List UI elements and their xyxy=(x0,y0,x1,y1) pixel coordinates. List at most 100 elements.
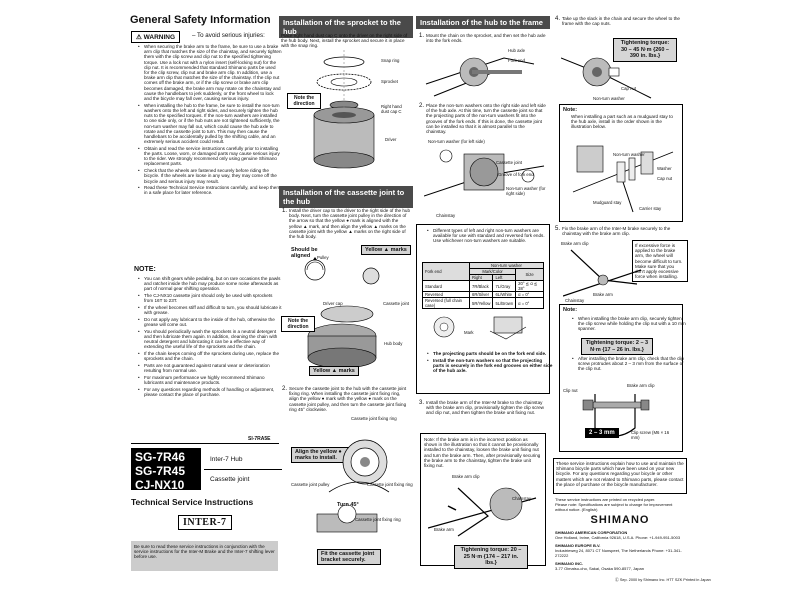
label-ntw-4: Non-turn washer xyxy=(593,96,625,101)
cassette-step2: Secure the cassette joint to the hub wit… xyxy=(289,386,407,412)
align-yellow-marks: Align the yellow ● marks to install. xyxy=(291,447,359,463)
washer-table-cell: α = 0° xyxy=(515,297,544,309)
sprocket-illustration xyxy=(313,50,375,169)
addr3-name: SHIMANO INC. xyxy=(555,561,583,566)
desc-joint: Cassette joint xyxy=(210,476,250,483)
note-item: For maximum performance we highly recomm… xyxy=(138,375,282,385)
torque-4: Tightening torque: 30 – 45 N·m {260 – 39… xyxy=(613,38,677,62)
hub-step-2-number: 2. xyxy=(419,103,425,109)
caution-box: If excessive force is applied to the bra… xyxy=(632,240,688,283)
note-item: You can shift gears while pedaling, but … xyxy=(138,276,282,292)
label-carrier: Carrier stay xyxy=(639,206,662,211)
label-hub-body: Hub body xyxy=(384,341,403,346)
addr1: One Holland, Irvine, California 92618, U… xyxy=(555,535,681,540)
hub-note3: Note: If the brake arm is in the incorre… xyxy=(424,437,541,469)
label-chainstay-1: Chainstay xyxy=(436,213,456,218)
step4: Take up the slack in the chain and secur… xyxy=(562,16,680,27)
torque-3: Tightening torque: 20 – 25 N·m {174 – 21… xyxy=(454,545,528,569)
note4-title: Note: xyxy=(563,107,578,113)
safety-column: General Safety Information ⚠ WARNING – T… xyxy=(0,0,282,590)
turn-45: Turn 45° xyxy=(337,502,359,508)
copyright: Ⓒ Sep. 2000 by Shimano Inc. HTT SZK Prin… xyxy=(615,578,711,582)
hub-column: Installation of the hub to the frame 1. … xyxy=(416,0,553,590)
sprocket-text: Place right hand dust cap C onto the dri… xyxy=(281,33,408,49)
mm-badge: 2 – 3 mm xyxy=(585,428,619,438)
yellow-marks-1: Yellow ▲ marks xyxy=(361,245,411,255)
label-cap-nut-1: Cap nut xyxy=(621,86,637,91)
product-code: SI-7RA5E xyxy=(248,436,271,442)
recycled: These service instructions are printed o… xyxy=(555,497,656,502)
fit-bracket: Fit the cassette joint bracket securely. xyxy=(317,549,381,565)
cap-nut-illustration xyxy=(561,57,652,99)
addr1-name: SHIMANO AMERICAN CORPORATION xyxy=(555,530,628,535)
washer-table-cell: 20° ≦ α ≦ 38° xyxy=(515,280,544,292)
label-brake-arm-clip-3: Brake arm clip xyxy=(627,383,655,388)
label-chainstay-3: Chainstay xyxy=(565,298,585,303)
torque-5: Tightening torque: 2 – 3 N·m {17 – 26 in… xyxy=(581,338,653,355)
note-direction-1: Note the direction xyxy=(287,93,321,109)
footer-box: These service instructions explain how t… xyxy=(553,458,687,494)
warning-badge: ⚠ WARNING xyxy=(131,31,181,43)
model-sg7r45: SG-7R45 xyxy=(135,464,186,478)
washer-table-cell: Standard xyxy=(422,280,470,292)
washer-table-cell: 5R/Yellow xyxy=(468,297,494,309)
cassette-step1: Install the driver cap to the driver to … xyxy=(289,208,411,240)
model-block: SG-7R46 SG-7R45 CJ-NX10 xyxy=(131,448,201,492)
addresses: SHIMANO AMERICAN CORPORATION One Holland… xyxy=(555,530,687,571)
washer-table-cell: 5L/Brown xyxy=(492,297,517,309)
label-driver-cap: Driver cap xyxy=(323,301,343,306)
washer-bold-2: Install the non-turn washers so that the… xyxy=(427,358,553,374)
hub-step-1-number: 1. xyxy=(419,33,425,39)
note-item: If the wheel becomes stiff and difficult… xyxy=(138,305,282,315)
washer-table-cell: 7R/Black xyxy=(468,280,494,292)
brake-arm-illustration-1 xyxy=(428,487,537,537)
warning-list: When securing the brake arm to the frame… xyxy=(137,44,282,197)
note5-list-b: After installing the brake arm clip, che… xyxy=(571,356,686,373)
label-pulley-2: Cassette joint pulley xyxy=(291,482,330,487)
cassette-title-bar: Installation of the cassette joint to th… xyxy=(279,186,413,208)
label-fixing-ring-3: Cassette joint fixing ring xyxy=(355,517,401,522)
inter7-logo: INTER-7 xyxy=(178,515,232,530)
label-cassette-joint-2: Cassette joint xyxy=(496,160,523,165)
label-driver: Driver xyxy=(385,137,397,142)
washer-bold-1: The projecting parts should be on the fo… xyxy=(427,351,553,356)
washer-bold-list: The projecting parts should be on the fo… xyxy=(426,351,553,375)
washer-table-cell: Reversed (full chain case) xyxy=(422,297,470,309)
hub-step1: Mount the chain on the sprocket, and the… xyxy=(426,33,546,44)
warning-item: Read these Technical Service Instruction… xyxy=(138,185,282,195)
note5-list-a: When installing the brake arm clip, secu… xyxy=(571,316,686,333)
label-washer: Washer xyxy=(657,166,672,171)
washer-note-list: Different types of left and right non-tu… xyxy=(426,228,553,245)
label-ntw-4b: Non-turn washer xyxy=(613,152,645,157)
note-item: If the chain keeps coming off the sprock… xyxy=(138,351,282,361)
th-fork: Fork end xyxy=(422,262,470,281)
addr2: Industrieweg 24, 8071 CT Nunspeet, The N… xyxy=(555,548,682,558)
label-groove: Groove of fork end xyxy=(498,172,534,177)
washer-illustration xyxy=(424,149,545,197)
addr2-name: SHIMANO EUROPE B.V. xyxy=(555,543,601,548)
hub-step2: Place the non-turn washers onto the righ… xyxy=(426,103,546,135)
cassette-illustration xyxy=(304,257,380,369)
label-ntw-right: Non-turn washer (for right side) xyxy=(506,186,546,196)
label-hub-axle: Hub axle xyxy=(508,48,525,53)
tsi-title: Technical Service Instructions xyxy=(131,497,254,507)
label-brake-arm-2: Brake arm xyxy=(593,292,613,297)
divider xyxy=(131,443,279,444)
step-5-number: 5. xyxy=(555,226,561,232)
should-be-aligned: Should be aligned xyxy=(291,247,318,259)
sprocket-title-bar: Installation of the sprocket to the hub xyxy=(279,16,413,38)
label-cassette-joint: Cassette joint xyxy=(383,301,410,306)
specs: Please note: Specifications are subject … xyxy=(555,502,673,512)
label-sprocket: Sprocket xyxy=(381,79,398,84)
step-1-number: 1. xyxy=(282,208,288,214)
yellow-marks-2: Yellow ▲ marks xyxy=(309,366,359,376)
th-size: Size xyxy=(515,268,544,281)
note4: When installing a part such as a mudguar… xyxy=(571,114,673,130)
note-direction-2: Note the direction xyxy=(281,316,315,332)
fixing-ring-illustration xyxy=(316,439,390,533)
washer-mark-illustration xyxy=(433,316,527,340)
note-title: NOTE: xyxy=(134,266,156,273)
label-mark: Mark xyxy=(464,330,474,335)
